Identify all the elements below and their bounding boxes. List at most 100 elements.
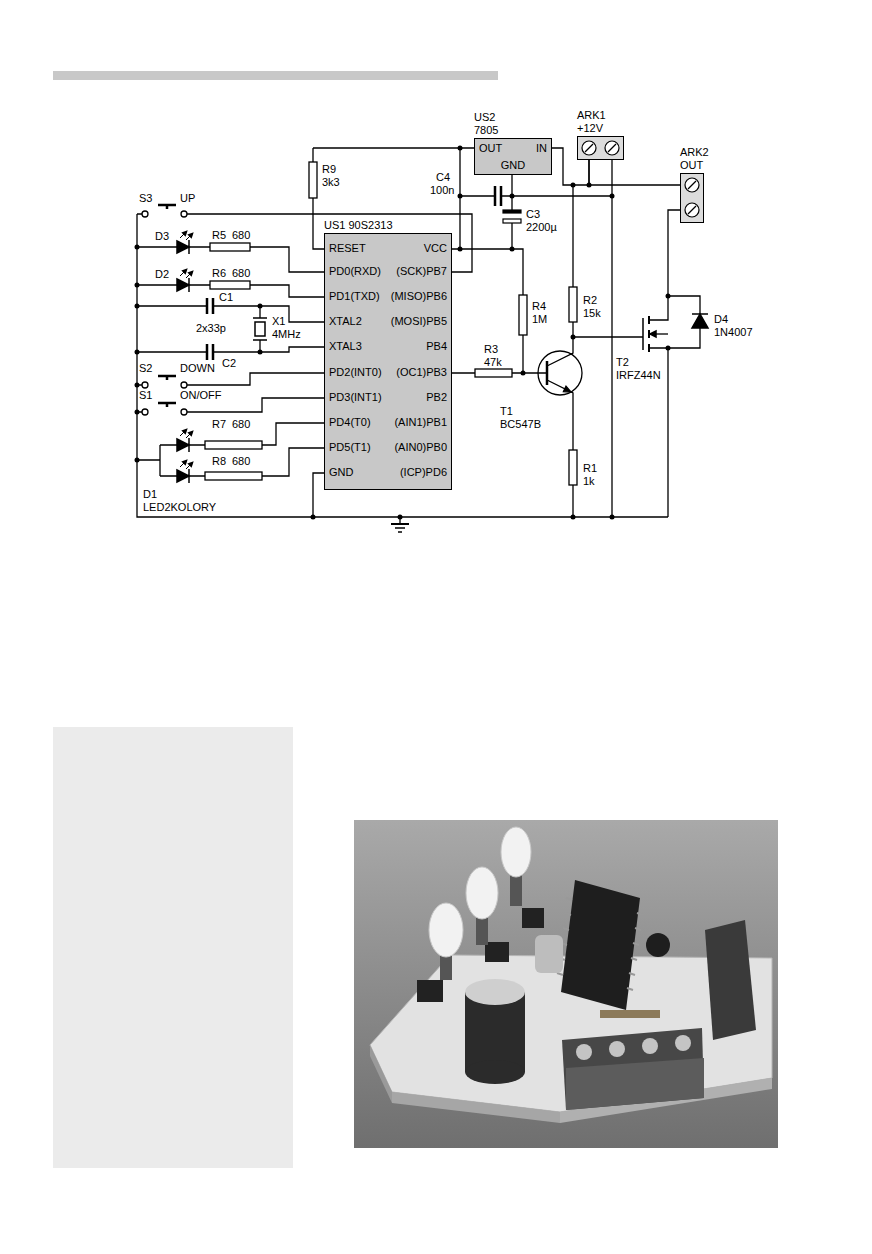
part-label: R7 — [212, 418, 226, 431]
wire — [460, 195, 612, 196]
terminal-screws — [578, 137, 623, 159]
board-photo — [675, 1035, 691, 1051]
part-label: C1 — [219, 291, 233, 304]
pin-name: PD5(T1) — [329, 441, 371, 454]
part-label: 1N4007 — [714, 326, 753, 339]
diode-symbol — [692, 314, 708, 328]
terminal-block: ARK2 OUT — [680, 173, 704, 223]
switch-symbol — [181, 211, 187, 217]
part-label: D3 — [155, 230, 169, 243]
junction-dot — [571, 335, 576, 340]
electrolytic-capacitor-symbol — [503, 210, 521, 213]
part-label: BC547B — [500, 418, 541, 431]
board-photo — [535, 935, 563, 973]
led-symbol — [177, 240, 189, 254]
pin-name: (MOSI)PB5 — [391, 315, 447, 328]
wire — [649, 210, 680, 517]
part-label: 47k — [484, 356, 502, 369]
board-photo — [566, 1058, 704, 1110]
switch-symbol — [181, 382, 187, 388]
light-arrow — [186, 271, 193, 278]
resistor-symbol — [205, 441, 262, 449]
switch-symbol — [181, 409, 187, 415]
terminal-screw — [582, 141, 596, 155]
component-title: US1 90S2313 — [324, 219, 393, 232]
part-label: T1 — [500, 405, 513, 418]
switch-symbol — [142, 211, 148, 217]
part-label: R2 — [583, 294, 597, 307]
part-label: 680 — [232, 418, 250, 431]
regulator-box: US2 7805OUTINGND — [474, 138, 552, 175]
crystal-symbol — [253, 318, 267, 340]
junction-dot — [135, 304, 140, 309]
board-photo — [501, 827, 531, 877]
part-label: C2 — [222, 357, 236, 370]
junction-dot — [571, 515, 576, 520]
junction-dot — [398, 515, 403, 520]
ground-symbol — [391, 524, 409, 532]
switch-symbol — [158, 403, 176, 407]
junction-dot — [135, 350, 140, 355]
board-photo — [705, 920, 756, 1040]
part-label: 680 — [232, 229, 250, 242]
board-photo — [600, 1010, 660, 1018]
wire — [313, 473, 324, 517]
transistor-symbol — [563, 386, 571, 392]
wire-connector — [589, 160, 680, 185]
wire — [313, 147, 460, 148]
terminal-screws — [681, 174, 703, 222]
wire — [137, 214, 142, 412]
board-photo — [561, 880, 640, 1010]
pin-name: XTAL2 — [329, 315, 362, 328]
board-photo — [576, 1044, 592, 1060]
junction-dot — [135, 283, 140, 288]
part-label: R4 — [532, 300, 546, 313]
board-photo — [646, 933, 670, 957]
resistor-symbol — [569, 450, 577, 485]
mosfet-symbol — [642, 318, 644, 350]
wire — [547, 185, 573, 366]
pin-name: XTAL3 — [329, 340, 362, 353]
side-panel — [53, 727, 293, 1168]
part-label: S3 — [139, 192, 152, 205]
part-label: 1k — [583, 475, 595, 488]
pin-name: GND — [475, 159, 551, 172]
electrolytic-capacitor-symbol — [503, 219, 521, 223]
pin-name: PD1(TXD) — [329, 290, 380, 303]
switch-symbol — [142, 382, 148, 388]
part-label: 15k — [583, 307, 601, 320]
junction-dot — [510, 194, 515, 199]
wire — [611, 160, 612, 517]
junction-dot — [135, 458, 140, 463]
part-label: C4 — [436, 171, 450, 184]
wire — [460, 249, 523, 373]
component-title: US2 7805 — [474, 111, 498, 137]
wire — [137, 306, 324, 322]
part-label: 4MHz — [272, 328, 301, 341]
transistor-symbol — [538, 351, 582, 395]
resistor-symbol — [475, 369, 512, 377]
pin-name: (MISO)PB6 — [391, 290, 447, 303]
part-label: R8 — [212, 455, 226, 468]
resistor-symbol — [210, 243, 250, 251]
mosfet-symbol — [650, 331, 656, 337]
switch-symbol — [142, 409, 148, 415]
pin-name: RESET — [329, 242, 366, 255]
capacitor-symbol — [207, 298, 213, 314]
pin-name: PD0(RXD) — [329, 265, 381, 278]
wire-connector — [452, 148, 474, 249]
board-photo — [354, 820, 778, 1148]
transistor-symbol — [546, 361, 549, 385]
light-arrow — [186, 431, 193, 438]
board-photo — [354, 820, 778, 1148]
capacitor-symbol — [495, 186, 501, 206]
electrolytic-capacitor-symbol — [503, 210, 521, 223]
board-photo — [392, 1092, 560, 1123]
part-label: R5 — [212, 229, 226, 242]
led-symbol — [177, 278, 189, 292]
light-arrow — [180, 231, 193, 469]
pin-name: (AIN0)PB0 — [394, 441, 447, 454]
wire — [655, 333, 668, 334]
light-arrow — [186, 462, 193, 469]
